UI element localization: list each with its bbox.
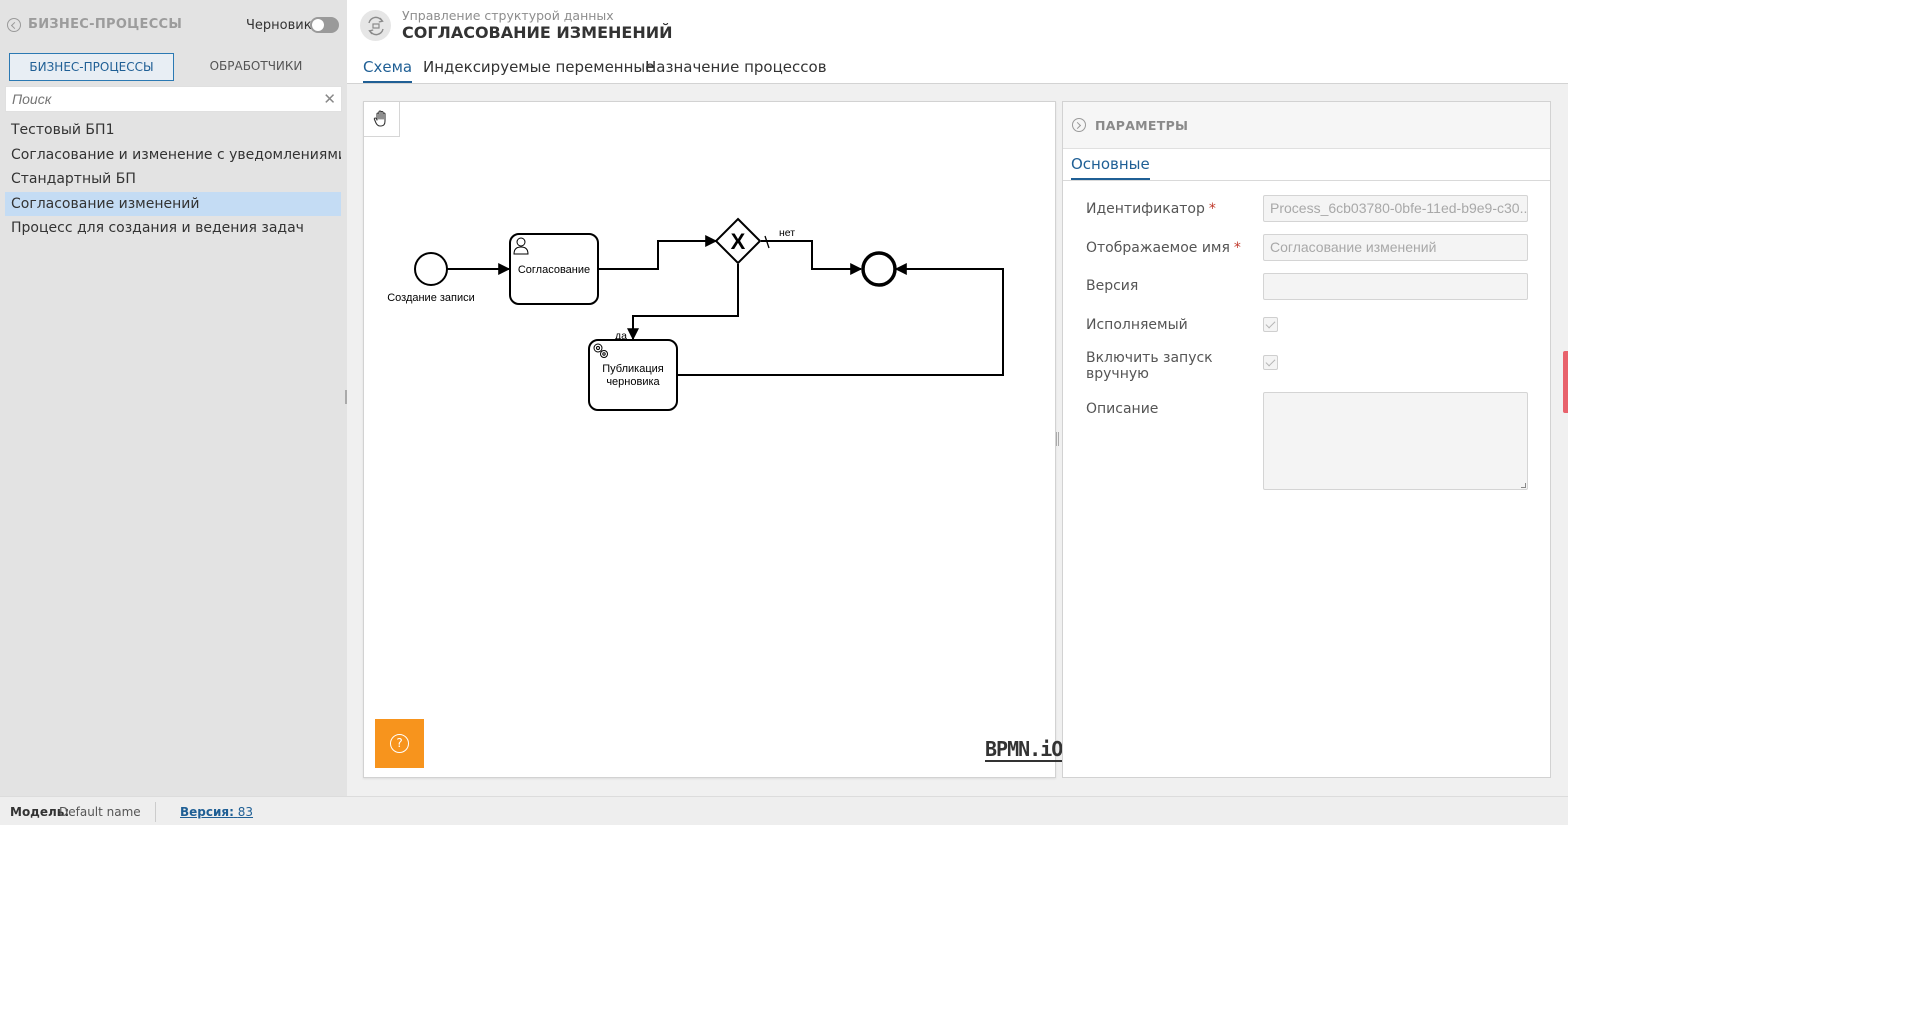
id-field[interactable]: Process_6cb03780-0bfe-11ed-b9e9-c30... [1263, 195, 1528, 222]
side-notification-tab[interactable] [1563, 351, 1568, 413]
display-name-label: Отображаемое имя* [1086, 240, 1241, 256]
model-value: Default name [59, 805, 141, 819]
bpmn-io-logo[interactable]: BPMN.iO [985, 737, 1063, 762]
panel-resize-handle[interactable] [1056, 432, 1059, 446]
service-task-publish[interactable] [588, 339, 678, 411]
model-label: Модель: [10, 805, 70, 819]
page-title: СОГЛАСОВАНИЕ ИЗМЕНЕНИЙ [402, 23, 673, 42]
tab-schema[interactable]: Схема [363, 58, 413, 83]
end-event[interactable] [861, 251, 897, 287]
sequence-flow-yes[interactable] [627, 264, 739, 341]
draft-label: Черновик [246, 18, 312, 33]
user-task-label: Согласование [518, 264, 590, 276]
start-event-label: Создание записи [387, 292, 475, 304]
sequence-flow-no[interactable] [761, 240, 863, 275]
collapse-left-icon[interactable] [7, 18, 21, 32]
version-field[interactable] [1263, 273, 1528, 300]
list-item[interactable]: Стандартный БП [11, 171, 136, 187]
sidebar-resize-handle[interactable] [345, 390, 347, 404]
process-list: Тестовый БП1 Согласование и изменение с … [5, 118, 341, 241]
tab-handlers[interactable]: ОБРАБОТЧИКИ [209, 59, 303, 73]
executable-label: Исполняемый [1086, 317, 1188, 333]
sidebar: БИЗНЕС-ПРОЦЕССЫ Черновик БИЗНЕС-ПРОЦЕССЫ… [0, 0, 347, 796]
start-event[interactable] [414, 252, 448, 286]
parameters-title: ПАРАМЕТРЫ [1095, 118, 1189, 133]
service-task-label-line2: черновика [606, 376, 660, 388]
manual-start-checkbox[interactable] [1263, 355, 1278, 370]
list-item-selected[interactable]: Согласование изменений [5, 191, 341, 216]
executable-checkbox[interactable] [1263, 317, 1278, 332]
bpmn-canvas[interactable] [363, 101, 1056, 778]
clear-icon[interactable]: ✕ [323, 90, 336, 108]
sequence-flow[interactable] [677, 263, 1004, 376]
sidebar-title: БИЗНЕС-ПРОЦЕССЫ [28, 17, 183, 32]
list-item[interactable]: Согласование и изменение с уведомлениями [11, 146, 341, 163]
tab-divider [1063, 180, 1550, 181]
hand-tool-button[interactable] [364, 102, 400, 137]
search-box: ✕ [5, 86, 342, 112]
list-item[interactable]: Тестовый БП1 [11, 122, 115, 138]
tab-business-processes[interactable]: БИЗНЕС-ПРОЦЕССЫ [9, 53, 174, 81]
parameters-panel: ПАРАМЕТРЫ Основные Идентификатор* Proces… [1062, 101, 1551, 778]
list-item[interactable]: Процесс для создания и ведения задач [11, 220, 304, 236]
user-task-icon [513, 237, 529, 255]
status-divider [155, 802, 156, 822]
page-subtitle: Управление структурой данных [402, 8, 614, 23]
tab-process-assignment[interactable]: Назначение процессов [645, 58, 827, 76]
help-icon: ? [390, 734, 409, 753]
status-bar: Модель: Default name Версия: 83 [0, 796, 1568, 825]
id-label: Идентификатор* [1086, 201, 1216, 217]
sequence-flow[interactable] [598, 235, 718, 270]
draft-toggle[interactable] [310, 17, 339, 33]
user-task-approval[interactable] [509, 233, 599, 305]
sidebar-header: БИЗНЕС-ПРОЦЕССЫ Черновик [0, 0, 347, 50]
display-name-field[interactable]: Согласование изменений [1263, 234, 1528, 261]
description-label: Описание [1086, 401, 1159, 417]
exclusive-gateway[interactable] [714, 217, 762, 265]
flow-label-no: нет [779, 227, 795, 239]
service-task-label-line1: Публикация [602, 363, 664, 375]
collapse-right-icon[interactable] [1072, 118, 1086, 132]
search-input[interactable] [6, 87, 316, 111]
tab-indexed-variables[interactable]: Индексируемые переменные [423, 58, 655, 76]
tab-basic[interactable]: Основные [1071, 155, 1150, 180]
gateway-x-icon: X [731, 229, 746, 254]
parameters-header: ПАРАМЕТРЫ [1063, 102, 1550, 149]
version-link[interactable]: Версия: 83 [180, 805, 254, 819]
help-button[interactable]: ? [375, 719, 424, 768]
app-icon [360, 10, 391, 41]
hand-icon [373, 110, 386, 127]
required-mark: * [1208, 201, 1216, 217]
header-divider [347, 83, 1568, 84]
description-textarea[interactable] [1263, 392, 1528, 490]
default-flow-marker [764, 235, 770, 249]
process-sync-icon [367, 16, 384, 35]
version-label: Версия [1086, 278, 1139, 294]
gears-icon [593, 343, 608, 358]
required-mark: * [1233, 240, 1241, 256]
